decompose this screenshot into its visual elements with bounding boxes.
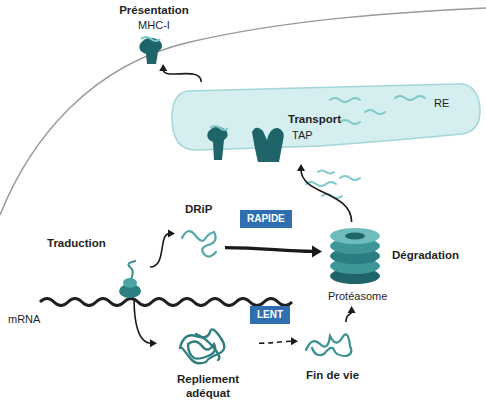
folded-protein xyxy=(180,329,224,363)
connector-line xyxy=(259,341,292,343)
connector-line xyxy=(134,300,151,343)
tap-transporter xyxy=(252,128,284,162)
node-heading: DRiP xyxy=(185,202,212,216)
proteasome xyxy=(330,228,380,284)
node-label: RE xyxy=(434,96,449,110)
arrowhead xyxy=(348,306,356,313)
end-of-life-protein xyxy=(306,334,351,356)
arrowhead xyxy=(291,337,298,345)
connector xyxy=(297,164,352,222)
tap-group: TransportTAP xyxy=(248,108,354,164)
node-heading: Présentation xyxy=(119,3,189,17)
connector-line xyxy=(163,70,201,82)
connector xyxy=(259,337,298,345)
connector xyxy=(346,306,356,322)
node-label: MHC-I xyxy=(138,18,170,32)
connector-line xyxy=(225,248,314,252)
node-heading: Traduction xyxy=(47,236,106,250)
arrowhead xyxy=(150,339,157,347)
presentation-group: PrésentationMHC-I xyxy=(108,2,200,64)
mhc-presentation xyxy=(139,37,162,64)
node-label: TAP xyxy=(292,128,313,142)
arrowhead xyxy=(168,230,175,238)
connector xyxy=(150,230,175,267)
end-of-life-group: Fin de vie xyxy=(298,322,378,386)
arrowhead xyxy=(159,64,167,71)
cytosol-peptides xyxy=(306,171,360,199)
drip-group: DRiP xyxy=(175,200,225,256)
arrowhead xyxy=(297,164,305,171)
connector xyxy=(225,245,322,257)
connector-line xyxy=(301,170,352,222)
proteasome-group: DégradationProtéasome xyxy=(322,222,470,306)
node-heading: Repliement adéquat xyxy=(160,372,256,400)
node-heading: Dégradation xyxy=(392,248,459,262)
er-peptides xyxy=(330,96,425,124)
arrowhead xyxy=(312,245,322,257)
connector xyxy=(159,64,201,82)
folding-group: Repliement adéquat xyxy=(157,328,259,404)
tag-label: RAPIDE xyxy=(247,213,285,225)
mhc-in-er xyxy=(207,126,228,160)
connector-line xyxy=(150,234,169,267)
node-heading: Fin de vie xyxy=(306,368,359,382)
translation-group: Traduction xyxy=(44,234,150,300)
node-heading: Transport xyxy=(288,112,341,126)
speed-tag: LENT xyxy=(250,306,290,324)
tag-label: LENT xyxy=(257,309,283,321)
connector xyxy=(134,300,157,347)
er-region: RE TransportTAP xyxy=(170,82,482,164)
mrna-strand xyxy=(40,299,292,306)
node-label: Protéasome xyxy=(328,289,387,303)
cell-membrane xyxy=(0,8,486,215)
mrna-label: mRNA xyxy=(8,312,40,326)
speed-tag: RAPIDE xyxy=(240,210,292,228)
connector-line xyxy=(346,312,352,322)
drip-polypeptide xyxy=(182,231,216,256)
ribosome xyxy=(119,261,141,298)
